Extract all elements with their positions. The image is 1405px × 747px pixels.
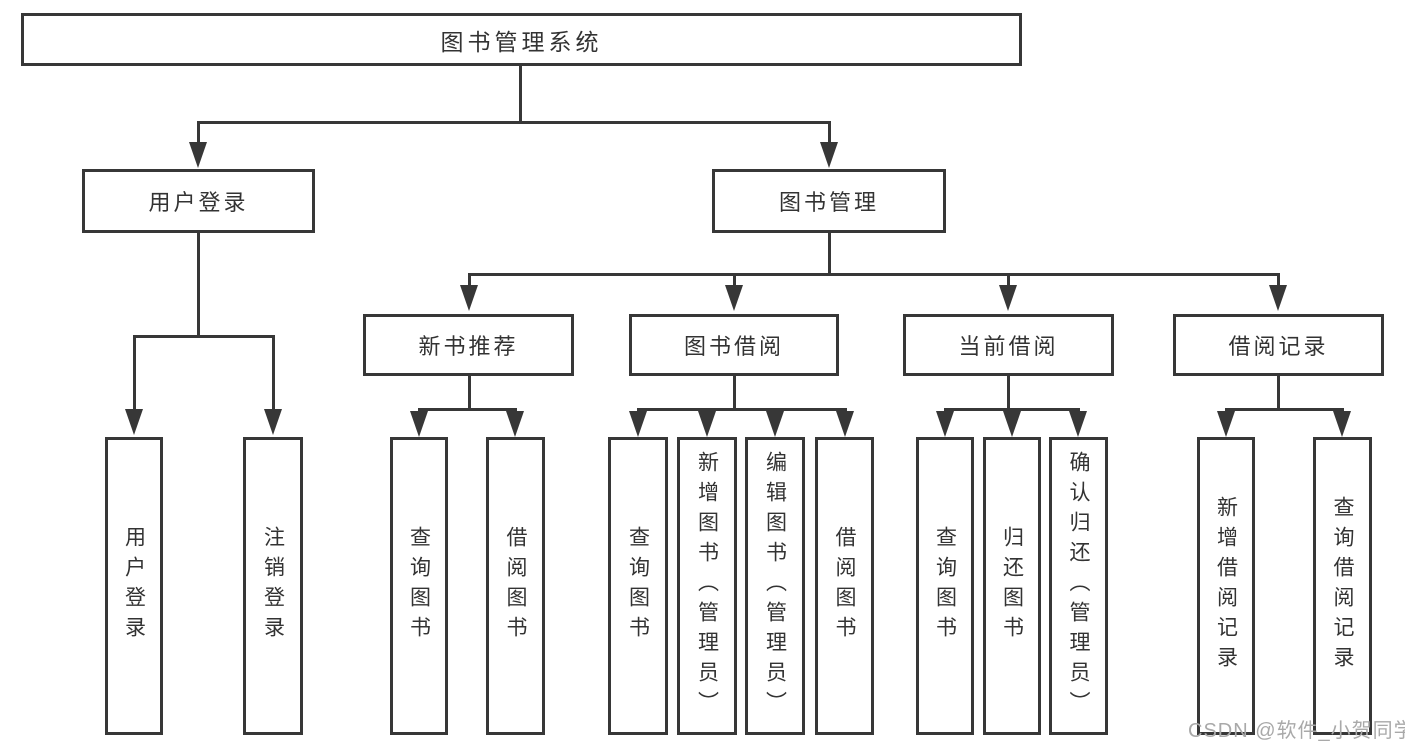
connector [272, 335, 275, 413]
connector [197, 121, 200, 145]
arrowhead-down-icon [125, 409, 143, 435]
node-user-login: 用户登录 [82, 169, 315, 233]
arrowhead-down-icon [460, 285, 478, 311]
connector [133, 335, 275, 338]
connector [733, 376, 736, 410]
node-label: 借阅记录 [1228, 334, 1329, 359]
node-label: 新增图书（管理员） [695, 451, 719, 721]
node-query-books-recommend: 查询图书 [390, 437, 448, 735]
node-query-borrow-record: 查询借阅记录 [1313, 437, 1372, 735]
node-return-books: 归还图书 [983, 437, 1041, 735]
node-query-books-current: 查询图书 [916, 437, 974, 735]
node-new-book-recommend: 新书推荐 [363, 314, 574, 376]
node-book-management: 图书管理 [712, 169, 946, 233]
arrowhead-down-icon [936, 411, 954, 437]
node-library-system: 图书管理系统 [21, 13, 1022, 66]
node-label: 新增借阅记录 [1214, 496, 1238, 676]
arrowhead-down-icon [698, 411, 716, 437]
connector [519, 66, 522, 123]
node-label: 编辑图书（管理员） [763, 451, 787, 721]
node-label: 借阅图书 [504, 526, 527, 646]
node-label: 归还图书 [1000, 526, 1024, 646]
arrowhead-down-icon [836, 411, 854, 437]
node-label: 查询图书 [407, 526, 431, 646]
node-add-borrow-record: 新增借阅记录 [1197, 437, 1255, 735]
arrowhead-down-icon [1217, 411, 1235, 437]
node-label: 查询图书 [933, 526, 957, 646]
csdn-watermark: CSDN @软件_小贺同学 [1188, 720, 1405, 742]
node-confirm-return-admin: 确认归还（管理员） [1049, 437, 1108, 735]
connector [197, 121, 831, 124]
connector [944, 408, 1080, 411]
connector [828, 121, 831, 145]
arrowhead-down-icon [766, 411, 784, 437]
node-label: 用户登录 [148, 190, 249, 215]
connector [1277, 376, 1280, 410]
arrowhead-down-icon [629, 411, 647, 437]
node-label: 确认归还（管理员） [1067, 451, 1090, 721]
arrowhead-down-icon [725, 285, 743, 311]
arrowhead-down-icon [999, 285, 1017, 311]
node-edit-books-admin: 编辑图书（管理员） [745, 437, 805, 735]
node-current-borrowing: 当前借阅 [903, 314, 1114, 376]
node-label: 图书管理 [778, 190, 879, 215]
connector [468, 376, 471, 410]
arrowhead-down-icon [264, 409, 282, 435]
node-label: 图书借阅 [683, 334, 784, 359]
node-logout: 注销登录 [243, 437, 303, 735]
node-query-books-borrowing: 查询图书 [608, 437, 668, 735]
node-borrowing-records: 借阅记录 [1173, 314, 1384, 376]
node-book-borrowing: 图书借阅 [629, 314, 839, 376]
node-label: 当前借阅 [958, 334, 1059, 359]
node-borrow-books: 借阅图书 [815, 437, 874, 735]
connector [1225, 408, 1344, 411]
arrowhead-down-icon [1003, 411, 1021, 437]
node-label: 借阅图书 [833, 526, 856, 646]
node-label: 查询借阅记录 [1331, 496, 1354, 676]
node-label: 注销登录 [261, 526, 285, 646]
node-label: 查询图书 [626, 526, 650, 646]
connector [1007, 376, 1010, 410]
node-label: 新书推荐 [418, 334, 519, 359]
arrowhead-down-icon [410, 411, 428, 437]
connector [468, 273, 1280, 276]
node-label: 用户登录 [122, 526, 146, 646]
arrowhead-down-icon [820, 142, 838, 168]
connector [418, 408, 517, 411]
connector [133, 335, 136, 413]
connector [733, 273, 736, 287]
arrowhead-down-icon [506, 411, 524, 437]
connector [637, 408, 847, 411]
connector [468, 273, 471, 287]
node-add-books-admin: 新增图书（管理员） [677, 437, 737, 735]
node-user-login-action: 用户登录 [105, 437, 163, 735]
connector [197, 233, 200, 337]
arrowhead-down-icon [1269, 285, 1287, 311]
arrowhead-down-icon [1069, 411, 1087, 437]
node-borrow-books-recommend: 借阅图书 [486, 437, 545, 735]
arrowhead-down-icon [189, 142, 207, 168]
node-label: 图书管理系统 [440, 28, 603, 55]
connector [1007, 273, 1010, 287]
connector [1277, 273, 1280, 287]
arrowhead-down-icon [1333, 411, 1351, 437]
connector [828, 233, 831, 275]
